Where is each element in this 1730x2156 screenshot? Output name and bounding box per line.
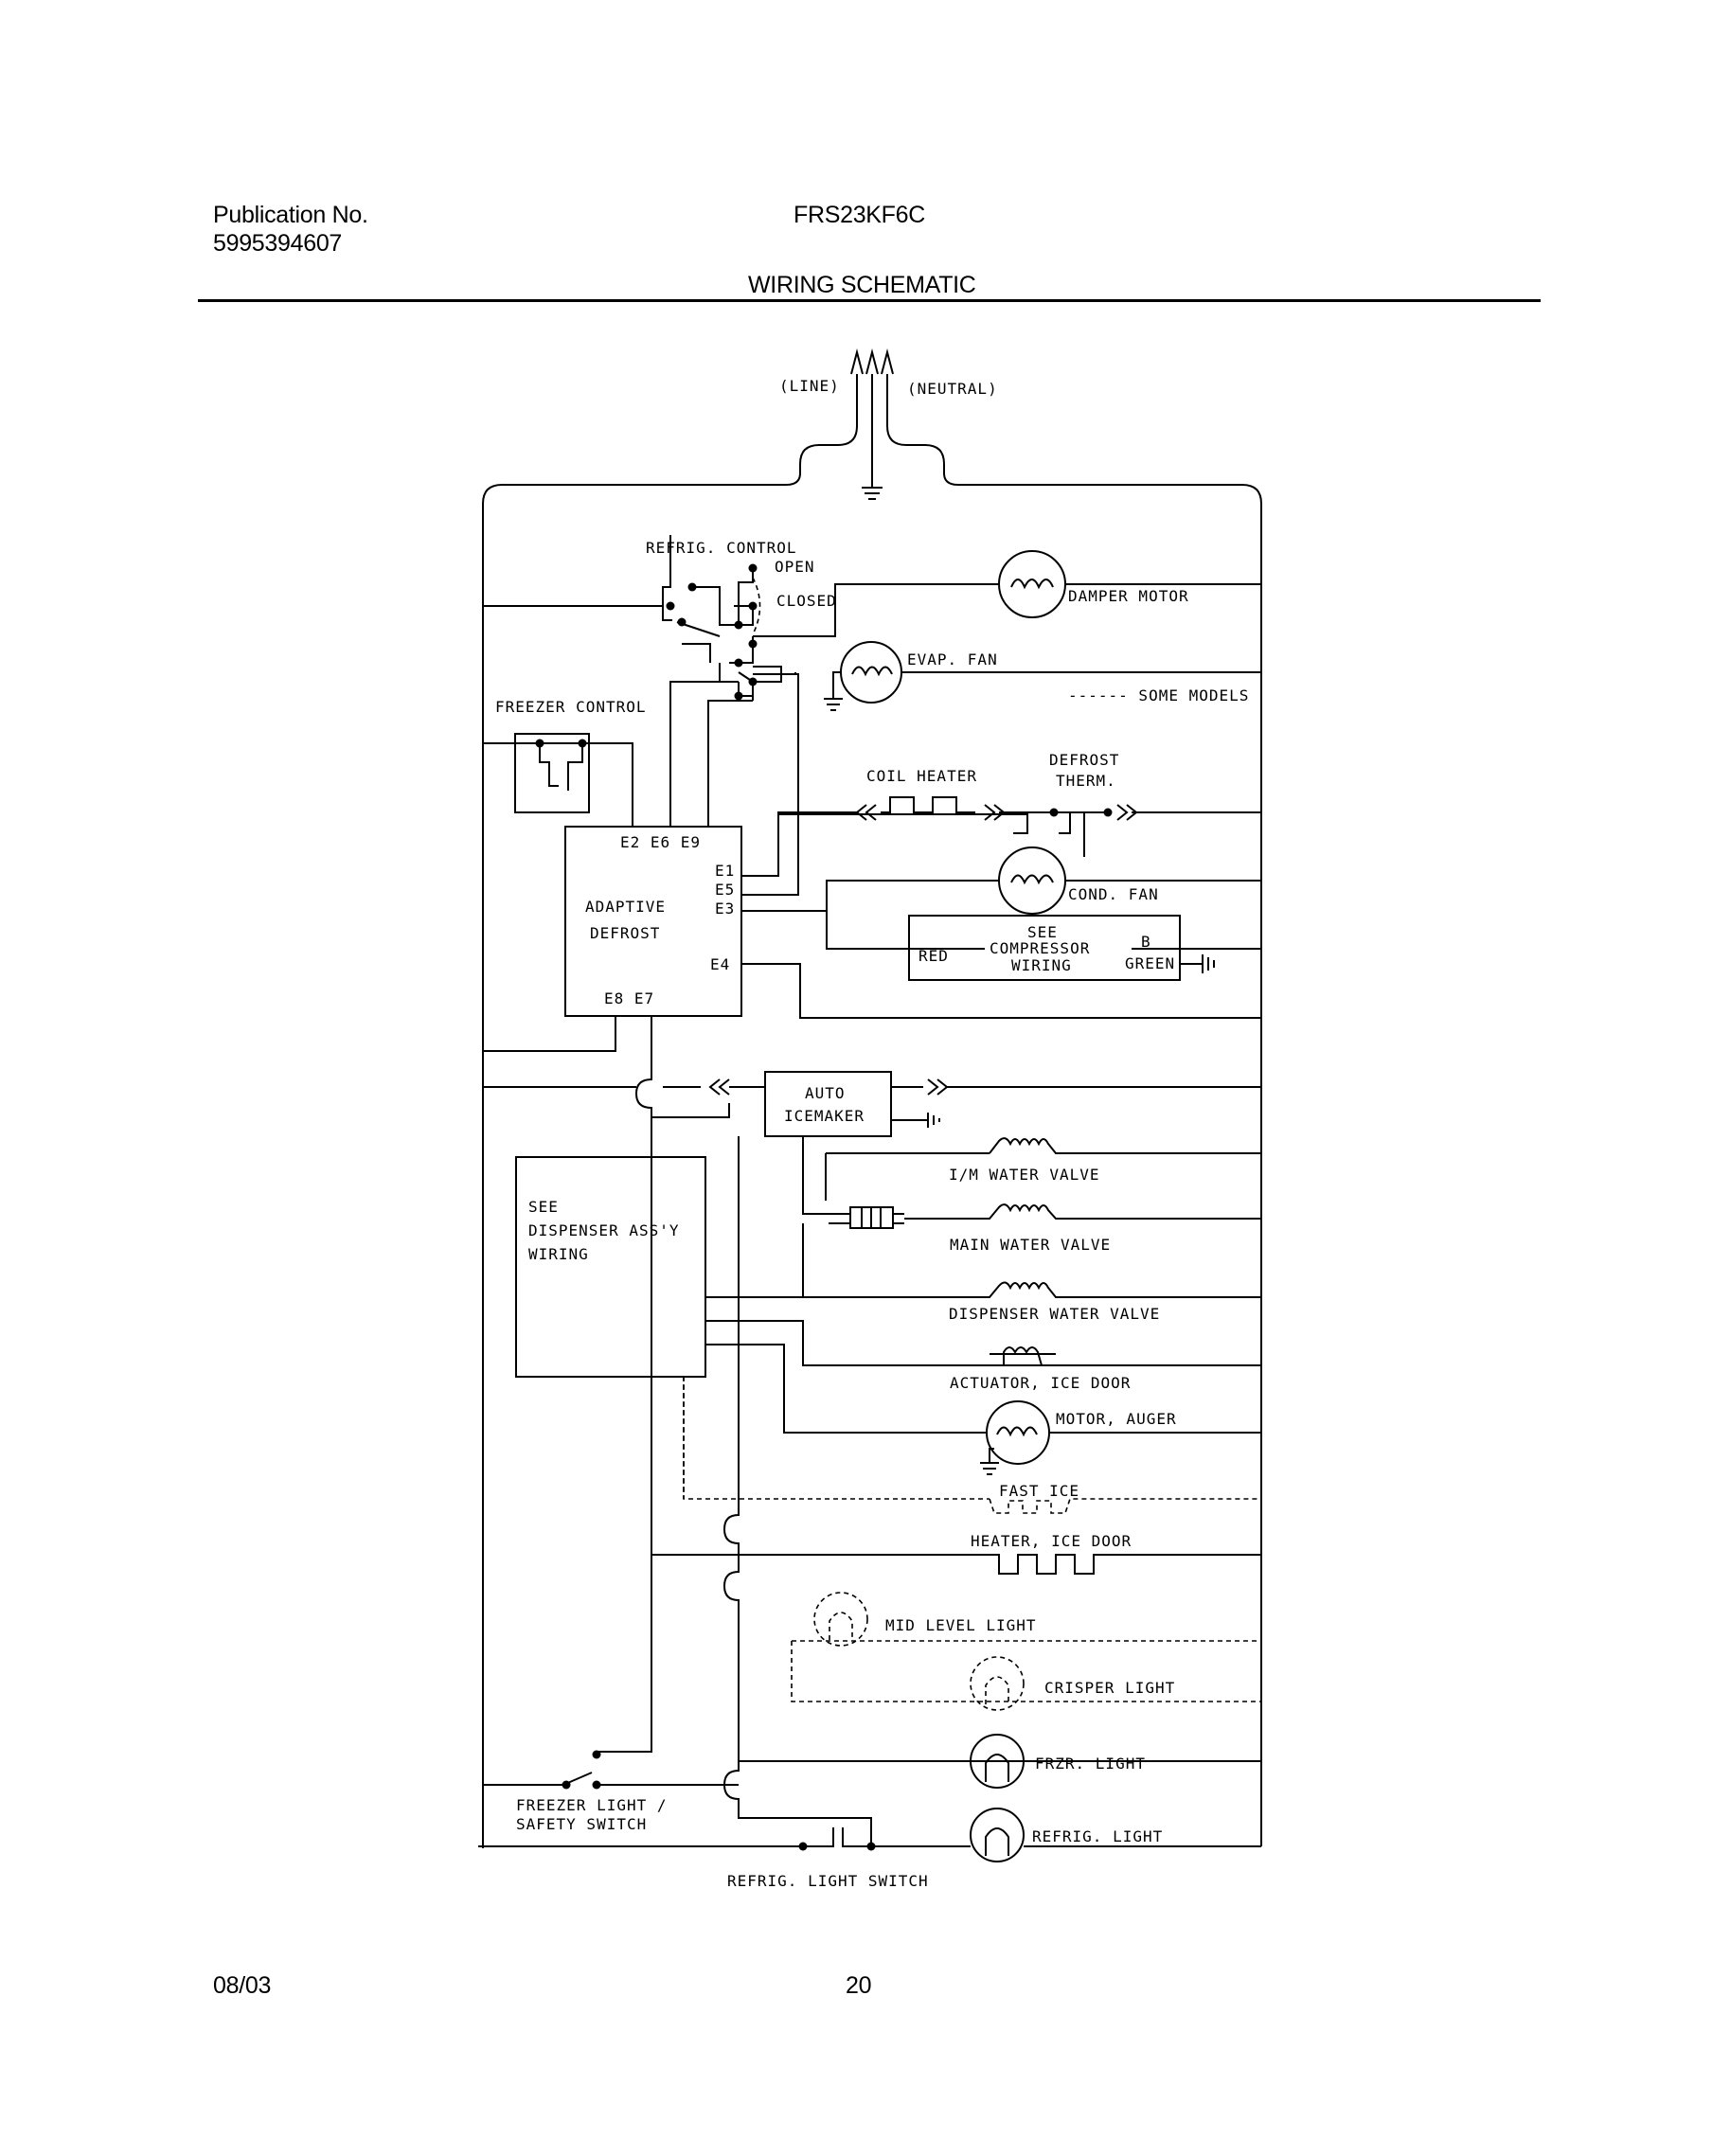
header-rule	[198, 299, 1541, 302]
motor-auger: MOTOR, AUGER	[705, 1344, 1261, 1475]
heater-ice-door-label: HEATER, ICE DOOR	[971, 1532, 1132, 1550]
defrost-label: DEFROST	[590, 924, 660, 942]
e3-label: E3	[715, 900, 735, 918]
crisper-light-label: CRISPER LIGHT	[1044, 1679, 1175, 1697]
compressor-wiring-label: WIRING	[1011, 956, 1072, 974]
red-label: RED	[919, 947, 949, 965]
closed-label: CLOSED	[776, 592, 837, 610]
defrost-therm-label-1: DEFROST	[1049, 751, 1119, 769]
coil-heater-label: COIL HEATER	[866, 767, 977, 785]
footer-date: 08/03	[213, 1972, 272, 1999]
refrig-light-switch: REFRIG. LIGHT SWITCH	[478, 1827, 929, 1890]
motor-auger-label: MOTOR, AUGER	[1056, 1410, 1177, 1428]
evap-fan: EVAP. FAN ------ SOME MODELS	[752, 641, 1261, 711]
footer-page-number: 20	[846, 1972, 872, 1999]
evap-fan-label: EVAP. FAN	[907, 650, 998, 668]
adaptive-label: ADAPTIVE	[585, 898, 666, 916]
e4-label: E4	[710, 955, 730, 973]
main-water-valve-label: MAIN WATER VALVE	[950, 1236, 1111, 1254]
damper-motor: DAMPER MOTOR	[998, 550, 1261, 618]
refrig-control-label: REFRIG. CONTROL	[646, 539, 797, 557]
e5-label: E5	[715, 881, 735, 899]
freezer-light-switch-label-1: FREEZER LIGHT /	[516, 1796, 668, 1814]
cond-fan: COND. FAN	[826, 846, 1261, 950]
publication-number: 5995394607	[213, 230, 343, 257]
page-title: WIRING SCHEMATIC	[748, 272, 976, 298]
model-number: FRS23KF6C	[794, 202, 926, 228]
freezer-light-switch: FREEZER LIGHT / SAFETY SWITCH	[483, 1117, 872, 1846]
refrig-light-switch-label: REFRIG. LIGHT SWITCH	[727, 1872, 929, 1890]
freezer-light-switch-label-2: SAFETY SWITCH	[516, 1815, 647, 1833]
coil-heater: COIL HEATER DEFROST THERM.	[777, 751, 1261, 857]
frzr-light: FRZR. LIGHT	[739, 1734, 1261, 1789]
compressor-label: COMPRESSOR	[990, 939, 1090, 957]
auto-label: AUTO	[805, 1084, 846, 1102]
publication-label: Publication No.	[213, 202, 368, 228]
heater-ice-door: HEATER, ICE DOOR	[651, 1532, 1261, 1575]
e1-label: E1	[715, 862, 735, 880]
auto-icemaker: AUTO ICEMAKER	[483, 1071, 1261, 1215]
dispenser-see-label: SEE	[528, 1198, 559, 1216]
mid-level-light-label: MID LEVEL LIGHT	[885, 1616, 1037, 1634]
dispenser-wiring-label: WIRING	[528, 1245, 589, 1263]
compressor-see-label: SEE	[1027, 923, 1058, 941]
icemaker-label: ICEMAKER	[784, 1107, 865, 1125]
defrost-therm-label-2: THERM.	[1056, 772, 1116, 790]
main-water-valve: MAIN WATER VALVE	[904, 1203, 1261, 1254]
cond-fan-label: COND. FAN	[1068, 885, 1159, 903]
neutral-label: (NEUTRAL)	[907, 380, 998, 398]
dispenser-assy-label: DISPENSER ASS'Y	[528, 1221, 680, 1239]
refrig-light-label: REFRIG. LIGHT	[1032, 1827, 1163, 1845]
b-label: B	[1141, 933, 1151, 951]
mid-level-light: MID LEVEL LIGHT	[791, 1592, 1261, 1702]
im-water-valve-label: I/M WATER VALVE	[949, 1166, 1100, 1184]
green-label: GREEN	[1125, 954, 1175, 972]
line-label: (LINE)	[779, 377, 840, 395]
refrig-control: REFRIG. CONTROL OPEN CLOSED	[483, 535, 999, 701]
power-cord: (LINE) (NEUTRAL)	[482, 348, 1262, 1848]
im-water-valve: I/M WATER VALVE	[825, 1137, 1261, 1201]
frzr-light-label: FRZR. LIGHT	[1035, 1755, 1146, 1773]
connector	[829, 1206, 904, 1229]
refrig-light: REFRIG. LIGHT	[871, 1808, 1261, 1862]
dispenser-water-valve: DISPENSER WATER VALVE	[705, 1223, 1261, 1323]
dispenser-box: SEE DISPENSER ASS'Y WIRING	[515, 1156, 706, 1499]
terminals-top-label: E2 E6 E9	[620, 833, 701, 851]
actuator-ice-door-label: ACTUATOR, ICE DOOR	[950, 1374, 1131, 1392]
freezer-control-label: FREEZER CONTROL	[495, 698, 647, 716]
damper-motor-label: DAMPER MOTOR	[1068, 587, 1189, 605]
some-models-label: ------ SOME MODELS	[1068, 686, 1249, 704]
open-label: OPEN	[775, 558, 815, 576]
compressor-wiring-box: SEE COMPRESSOR WIRING RED B GREEN	[908, 915, 1261, 981]
terminals-bottom-label: E8 E7	[604, 989, 654, 1007]
crisper-light: CRISPER LIGHT	[970, 1656, 1175, 1711]
dispenser-water-valve-label: DISPENSER WATER VALVE	[949, 1305, 1160, 1323]
actuator-ice-door: ACTUATOR, ICE DOOR	[705, 1320, 1261, 1392]
fast-ice-label: FAST ICE	[999, 1482, 1079, 1500]
freezer-control: FREEZER CONTROL	[483, 698, 647, 827]
